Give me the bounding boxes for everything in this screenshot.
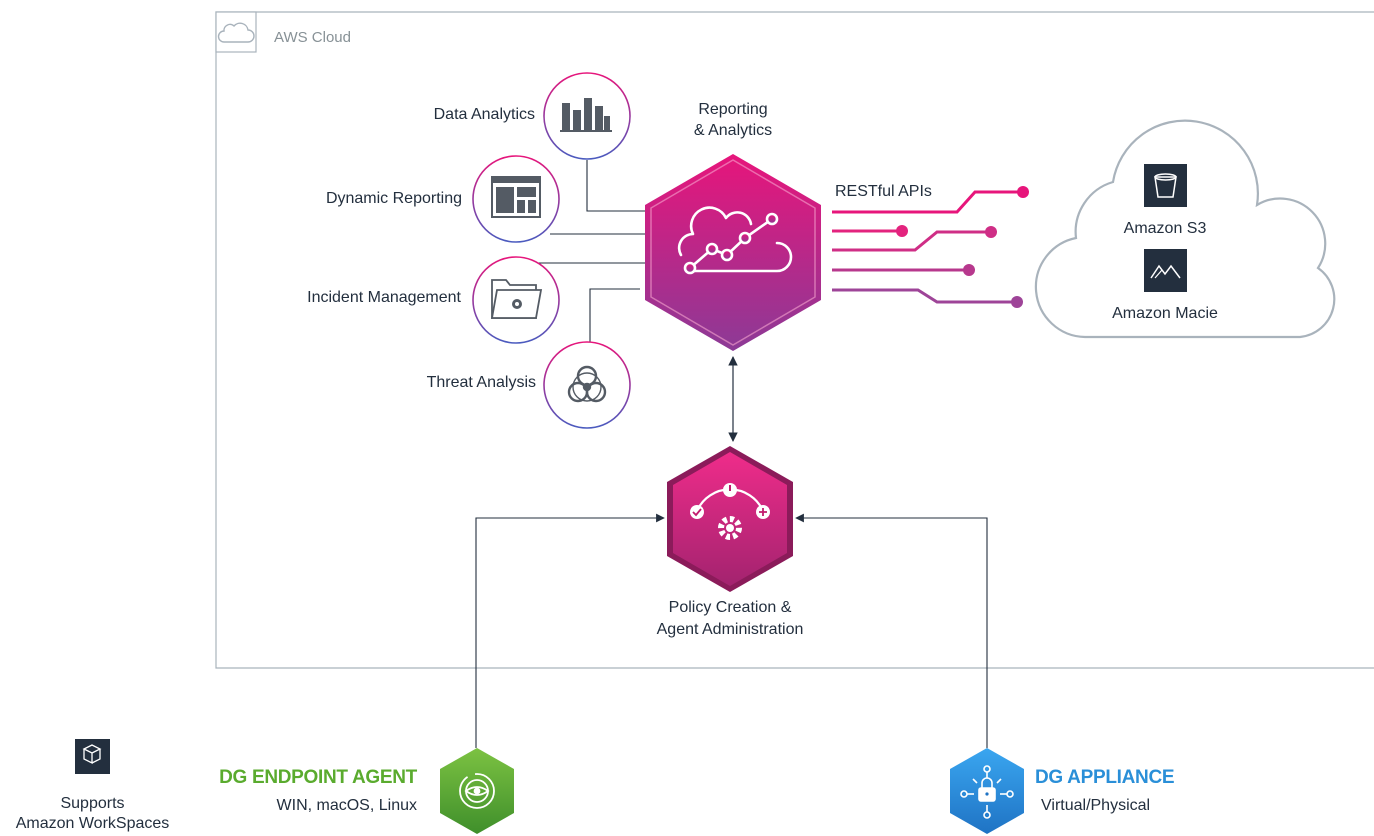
workspaces-icon [75, 739, 110, 774]
feature-label-incident-management: Incident Management [307, 289, 461, 306]
restful-apis-label: RESTful APIs [835, 183, 932, 200]
endpoint-agent-subtitle: WIN, macOS, Linux [276, 797, 417, 814]
policy-gear-icon [690, 483, 770, 540]
aws-cloud-group [215, 11, 1374, 669]
endpoint-agent-hexagon [440, 748, 514, 834]
reporting-title-line2: & Analytics [693, 122, 773, 139]
reporting-title-line1: Reporting [698, 101, 768, 118]
reporting-analytics-hexagon [645, 154, 821, 351]
appliance-hexagon [950, 748, 1024, 834]
workspaces-label-line1: Supports [60, 795, 125, 812]
s3-bucket-icon [1144, 164, 1187, 207]
dynamic-reporting-node [472, 155, 560, 243]
amazon-s3-label: Amazon S3 [1123, 220, 1207, 237]
folder-gear-icon [490, 279, 543, 319]
dashboard-layout-icon [491, 176, 541, 218]
biohazard-icon [567, 365, 607, 403]
eye-target-icon [459, 773, 495, 809]
feature-label-dynamic-reporting: Dynamic Reporting [325, 190, 462, 207]
policy-label-line1: Policy Creation & [668, 599, 792, 616]
incident-management-node [472, 256, 560, 344]
lock-network-icon [960, 765, 1014, 819]
policy-hexagon [667, 446, 793, 592]
macie-icon [1144, 249, 1187, 292]
agent-connectors [475, 513, 988, 748]
feature-label-data-analytics: Data Analytics [433, 106, 535, 123]
external-cloud [1034, 119, 1336, 339]
appliance-subtitle: Virtual/Physical [1041, 797, 1151, 814]
cloud-icon [217, 22, 255, 43]
data-analytics-node [543, 72, 631, 160]
threat-analysis-node [543, 341, 631, 429]
restful-api-lines [832, 186, 1029, 308]
aws-cloud-label: AWS Cloud [274, 29, 351, 46]
appliance-title: DG APPLIANCE [1035, 767, 1175, 788]
bar-chart-icon [560, 98, 612, 132]
feature-label-threat-analysis: Threat Analysis [426, 374, 536, 391]
amazon-macie-label: Amazon Macie [1112, 305, 1218, 322]
cloud-analytics-icon [677, 206, 793, 275]
workspaces-label-line2: Amazon WorkSpaces [15, 815, 170, 832]
endpoint-agent-title: DG ENDPOINT AGENT [219, 767, 417, 788]
policy-label-line2: Agent Administration [656, 621, 804, 638]
